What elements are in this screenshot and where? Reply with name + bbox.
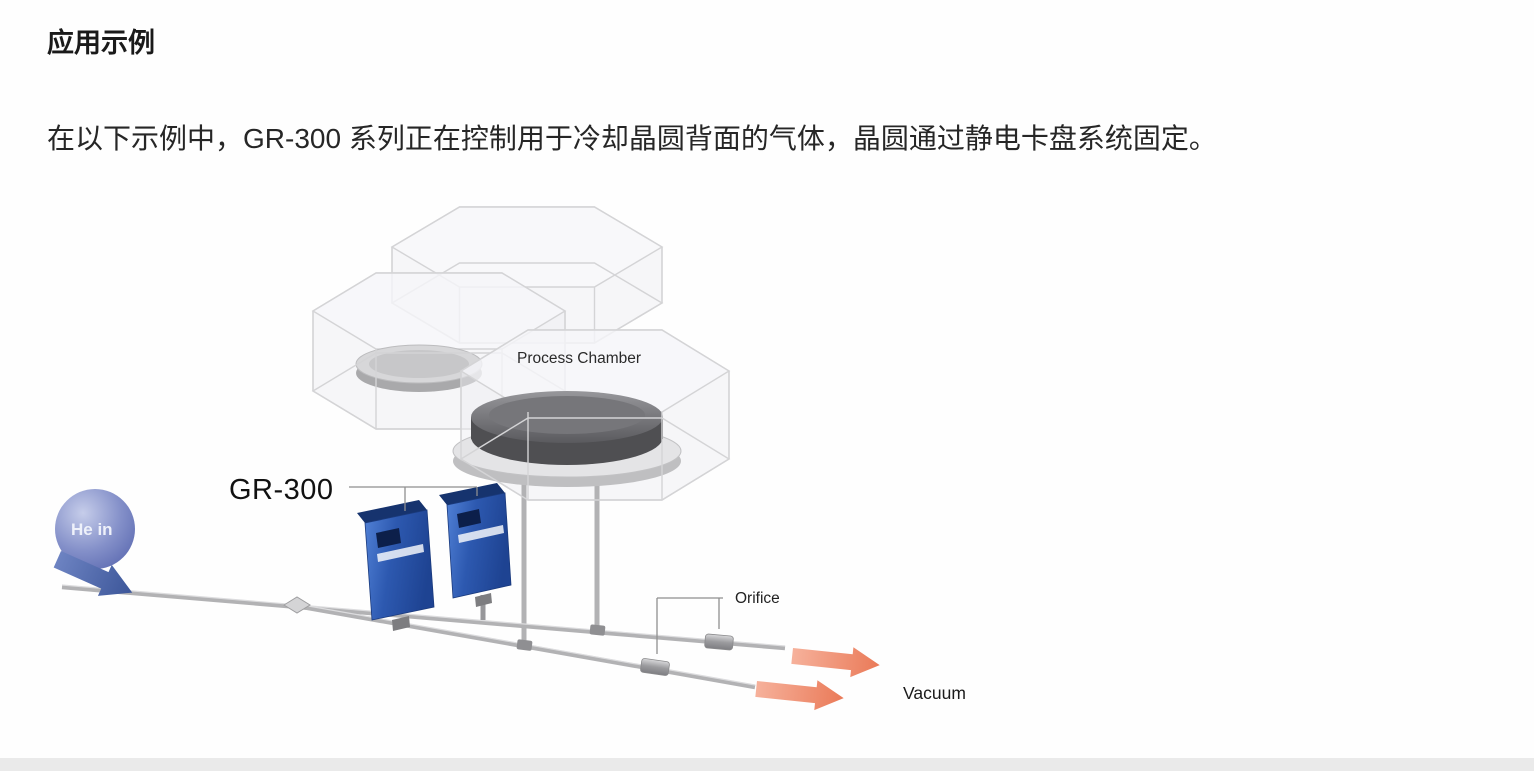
he-in-label: He in bbox=[71, 520, 113, 539]
pipe-tee-fitting bbox=[589, 624, 606, 636]
vacuum-arrow bbox=[791, 647, 880, 678]
gr300-controllers: GR-300 bbox=[229, 474, 512, 632]
chamber-main-edges bbox=[459, 371, 731, 501]
electrostatic-chuck bbox=[452, 391, 682, 488]
orifice-fitting bbox=[704, 633, 734, 651]
diagram-canvas: GR-300 Orifice bbox=[53, 206, 966, 711]
gr300-label-plate bbox=[377, 544, 424, 563]
page-title: 应用示例 bbox=[47, 28, 155, 58]
intro-paragraph: 在以下示例中，GR-300 系列正在控制用于冷却晶圆背面的气体，晶圆通过静电卡盘… bbox=[47, 122, 1217, 154]
pipe-tee-fitting bbox=[516, 639, 533, 651]
gr300-label: GR-300 bbox=[229, 474, 334, 506]
orifice-label: Orifice bbox=[735, 590, 780, 607]
he-in-sphere bbox=[55, 489, 135, 570]
next-section-edge bbox=[0, 758, 1534, 771]
gr300-unit-rear bbox=[439, 483, 512, 621]
wafer-disk bbox=[355, 344, 483, 393]
application-diagram: GR-300 Orifice bbox=[47, 199, 1037, 759]
gr300-callout bbox=[349, 486, 478, 512]
gr300-unit-front bbox=[357, 500, 435, 632]
process-chamber-label: Process Chamber bbox=[517, 350, 641, 367]
gr300-label-plate bbox=[458, 525, 504, 544]
gr300-base-fitting bbox=[392, 616, 410, 632]
vacuum-outlet: Vacuum bbox=[755, 647, 966, 711]
orifice-callout bbox=[656, 597, 723, 655]
gr300-display bbox=[457, 509, 481, 529]
gr300-display bbox=[376, 528, 401, 549]
vacuum-label: Vacuum bbox=[903, 683, 966, 703]
vacuum-arrow bbox=[755, 680, 844, 711]
orifices: Orifice bbox=[640, 590, 780, 677]
pipe-tee-junction bbox=[283, 596, 311, 614]
orifice-fitting bbox=[640, 658, 670, 677]
helium-inlet: He in bbox=[53, 489, 135, 597]
inlet-flow-arrow bbox=[53, 551, 133, 597]
